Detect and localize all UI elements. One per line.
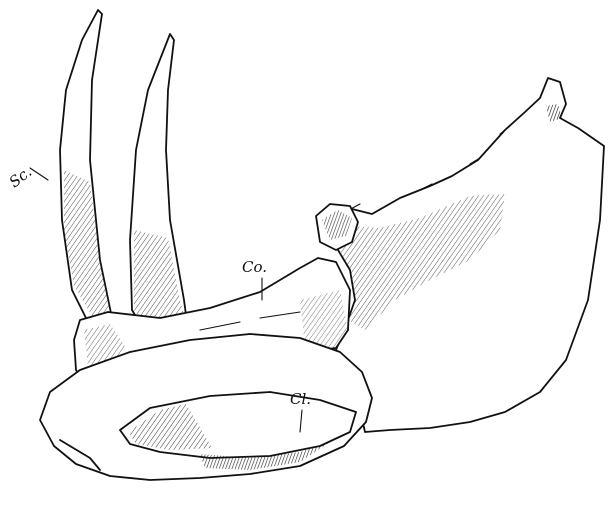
scapula-front-blade [130,34,188,340]
coracoid-head-knob [316,204,358,250]
label-clavicle: Cl. [290,390,311,408]
scapula-rear-blade [60,10,112,322]
label-coracoid: Co. [242,258,267,276]
label-scapula: Sc. [6,163,36,192]
